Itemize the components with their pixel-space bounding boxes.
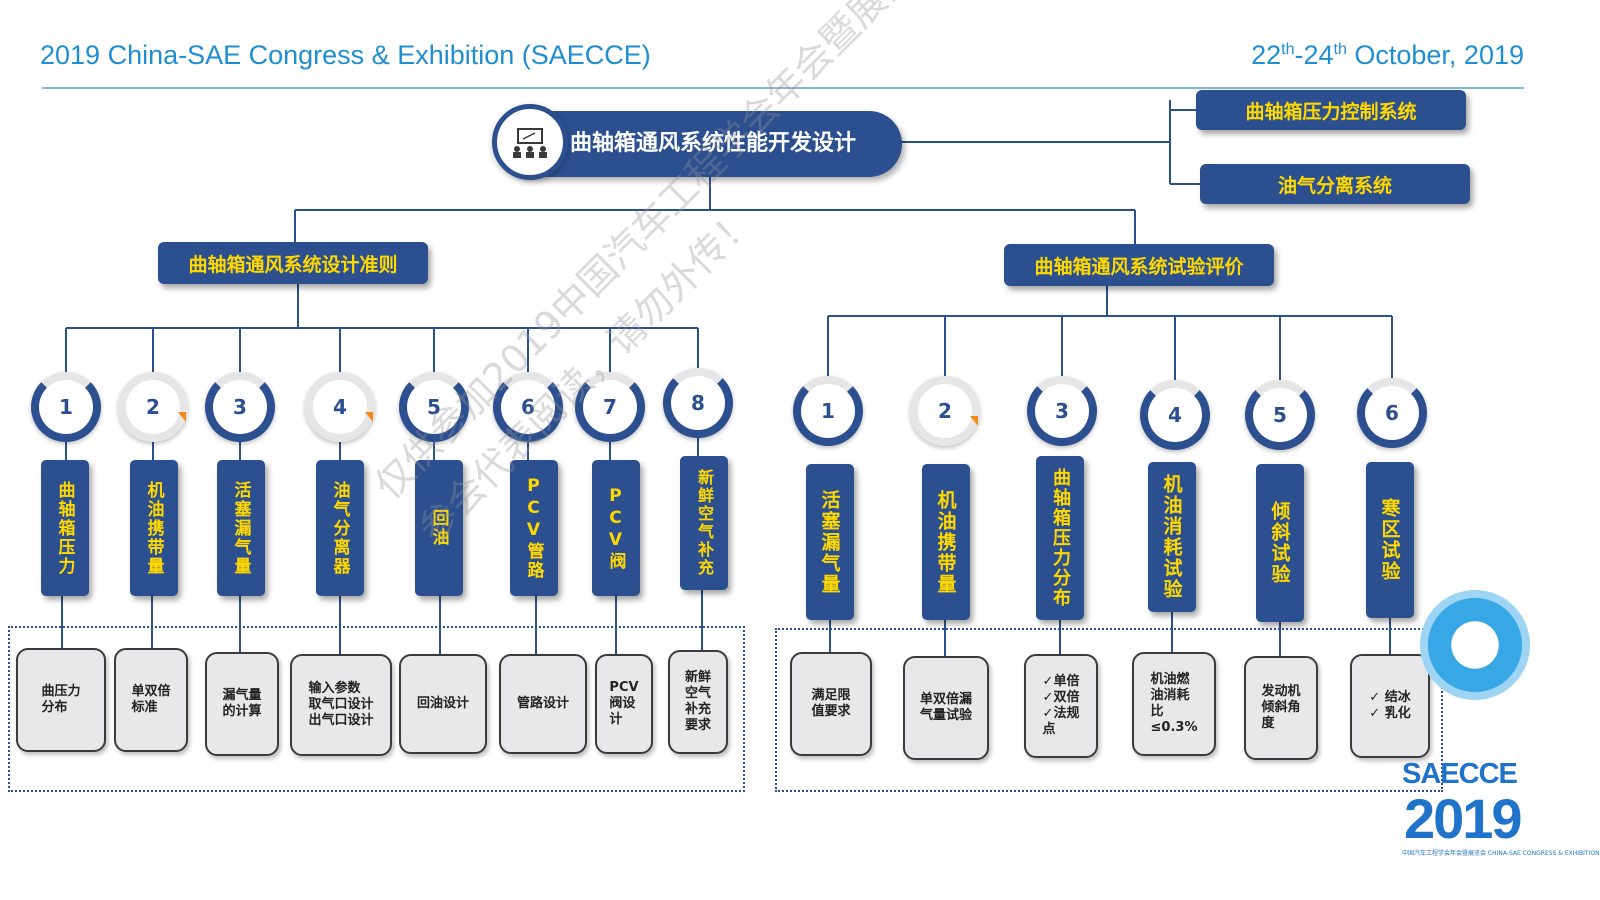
test-detail-6: ✓ 结冰 ✓ 乳化 (1350, 654, 1430, 758)
design-detail-6: 管路设计 (499, 654, 587, 754)
orange-marker-icon (178, 412, 186, 422)
design-item-6: PCV管路 (510, 460, 558, 596)
design-item-4-label: 油气分离器 (329, 480, 350, 576)
test-step-6: 6 (1357, 378, 1427, 448)
design-step-2: 2 (118, 372, 188, 442)
design-step-1: 1 (31, 372, 101, 442)
date-sep: -24 (1294, 40, 1334, 70)
design-details-box (8, 626, 745, 792)
design-item-5: 回油 (415, 460, 463, 596)
system-pressure-control: 曲轴箱压力控制系统 (1196, 90, 1466, 130)
test-step-6-num: 6 (1385, 401, 1399, 425)
design-step-4: 4 (305, 372, 375, 442)
test-item-2-label: 机油携带量 (934, 489, 957, 595)
design-item-4: 油气分离器 (316, 460, 364, 596)
test-item-3-label: 曲轴箱压力分布 (1050, 468, 1071, 608)
presentation-icon (492, 104, 568, 180)
design-detail-8: 新鲜 空气 补充 要求 (668, 650, 728, 754)
design-step-8: 8 (663, 368, 733, 438)
test-item-5-label: 倾斜试验 (1268, 501, 1291, 585)
date-rest: October, 2019 (1346, 40, 1524, 70)
test-step-3: 3 (1027, 376, 1097, 446)
test-detail-1: 满足限 值要求 (790, 652, 872, 756)
test-item-5: 倾斜试验 (1256, 464, 1304, 622)
orange-marker-icon (365, 412, 373, 422)
test-item-1-label: 活塞漏气量 (818, 489, 841, 595)
test-item-4-label: 机油消耗试验 (1160, 474, 1183, 600)
design-step-7-num: 7 (603, 395, 617, 419)
design-item-7-label: PCV阀 (605, 485, 626, 571)
test-detail-3: ✓单倍 ✓双倍 ✓法规 点 (1024, 654, 1098, 758)
design-step-8-num: 8 (691, 391, 705, 415)
design-detail-7: PCV 阀设 计 (595, 654, 653, 754)
orange-marker-icon (970, 416, 978, 426)
system-oil-separation: 油气分离系统 (1200, 164, 1470, 204)
test-item-3: 曲轴箱压力分布 (1036, 456, 1084, 620)
test-step-2: 2 (910, 376, 980, 446)
design-item-1-label: 曲轴箱压力 (54, 480, 75, 576)
design-step-4-num: 4 (333, 395, 347, 419)
design-step-6-num: 6 (521, 395, 535, 419)
test-item-4: 机油消耗试验 (1148, 462, 1196, 612)
test-item-1: 活塞漏气量 (806, 464, 854, 620)
design-detail-4: 输入参数 取气口设计 出气口设计 (290, 654, 392, 756)
test-detail-2: 单双倍漏 气量试验 (903, 656, 989, 760)
design-step-5-num: 5 (427, 395, 441, 419)
date-sup-1: th (1281, 41, 1295, 58)
header-date: 22th-24th October, 2019 (1251, 40, 1524, 71)
test-step-1-num: 1 (821, 399, 835, 423)
design-item-1: 曲轴箱压力 (41, 460, 89, 596)
test-item-6-label: 寒区试验 (1378, 498, 1401, 582)
design-detail-3: 漏气量 的计算 (205, 652, 279, 756)
header-divider (42, 87, 1524, 89)
design-step-5: 5 (399, 372, 469, 442)
test-item-6: 寒区试验 (1366, 462, 1414, 618)
branch-design-criteria: 曲轴箱通风系统设计准则 (158, 242, 428, 284)
date-day-start: 22 (1251, 40, 1282, 70)
design-item-3: 活塞漏气量 (217, 460, 265, 596)
design-item-2-label: 机油携带量 (143, 480, 164, 576)
presentation-icon-glyph (513, 128, 547, 158)
root-label: 曲轴箱通风系统性能开发设计 (570, 131, 857, 156)
test-detail-4: 机油燃 油消耗 比 ≤0.3% (1132, 652, 1216, 756)
design-step-1-num: 1 (59, 395, 73, 419)
design-item-3-label: 活塞漏气量 (230, 480, 251, 576)
test-step-1: 1 (793, 376, 863, 446)
logo-brand: SAECCE (1402, 758, 1518, 790)
test-item-2: 机油携带量 (922, 464, 970, 620)
design-item-8-label: 新鲜空气补充 (695, 469, 714, 577)
design-detail-2: 单双倍 标准 (114, 648, 188, 752)
design-step-2-num: 2 (146, 395, 160, 419)
design-step-7: 7 (575, 372, 645, 442)
design-step-3: 3 (205, 372, 275, 442)
design-item-5-label: 回油 (428, 509, 449, 547)
header-title: 2019 China-SAE Congress & Exhibition (SA… (40, 40, 651, 70)
design-item-7: PCV阀 (592, 460, 640, 596)
design-item-8: 新鲜空气补充 (680, 456, 728, 590)
test-step-5-num: 5 (1273, 403, 1287, 427)
design-detail-5: 回油设计 (399, 654, 487, 754)
design-step-6: 6 (493, 372, 563, 442)
date-sup-2: th (1333, 41, 1347, 58)
test-step-5: 5 (1245, 380, 1315, 450)
logo-subtitle: 中国汽车工程学会年会暨展览会 CHINA-SAE CONGRESS & EXHI… (1402, 850, 1600, 857)
test-detail-5: 发动机 倾斜角 度 (1244, 656, 1318, 760)
design-step-3-num: 3 (233, 395, 247, 419)
logo-year: 2019 (1404, 787, 1523, 850)
globe-icon (1420, 590, 1530, 700)
design-item-2: 机油携带量 (130, 460, 178, 596)
branch-test-evaluation: 曲轴箱通风系统试验评价 (1004, 244, 1274, 286)
design-detail-1: 曲压力 分布 (16, 648, 106, 752)
test-step-2-num: 2 (938, 399, 952, 423)
test-details-box (775, 628, 1443, 792)
test-step-4-num: 4 (1168, 403, 1182, 427)
design-item-6-label: PCV管路 (523, 476, 544, 580)
saecce-logo: SAECCE 2019 中国汽车工程学会年会暨展览会 CHINA-SAE CON… (1400, 590, 1600, 870)
test-step-3-num: 3 (1055, 399, 1069, 423)
test-step-4: 4 (1140, 380, 1210, 450)
